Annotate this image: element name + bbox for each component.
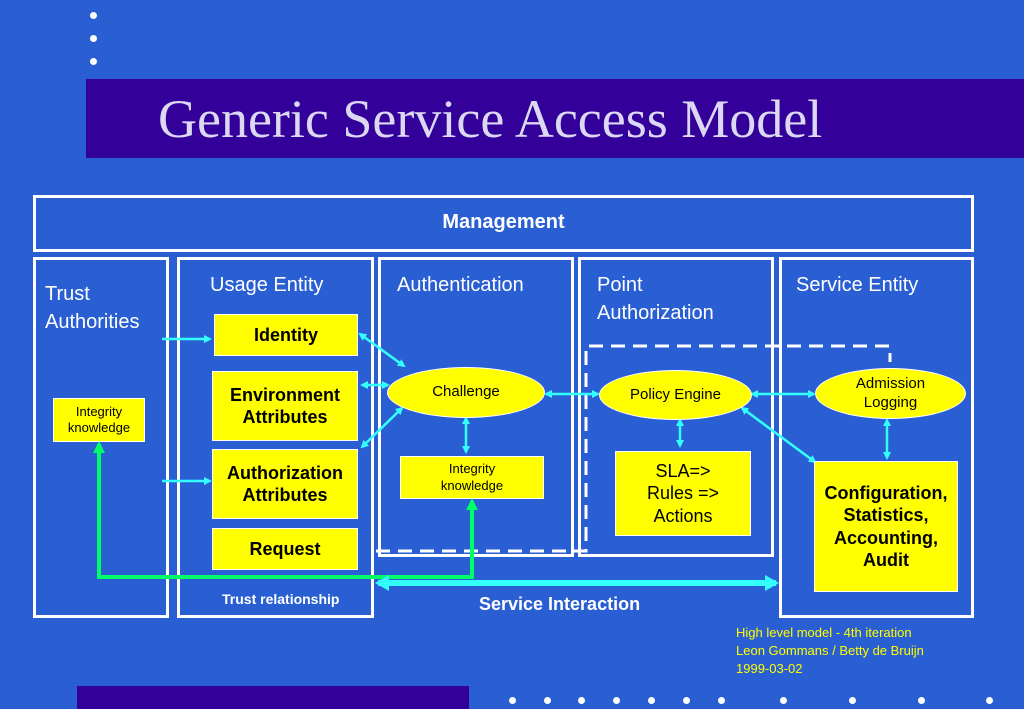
- environment-attributes-box: Environment Attributes: [212, 371, 358, 441]
- decor-dot: [918, 697, 925, 704]
- service-entity-heading: Service Entity: [796, 274, 919, 296]
- authorization-attributes-box: Authorization Attributes: [212, 449, 358, 519]
- credits-line-1: High level model - 4th iteration: [736, 625, 912, 640]
- management-label: Management: [442, 211, 565, 233]
- usage-entity-heading: Usage Entity: [210, 274, 324, 296]
- point-authorization-heading: Point Authorization: [597, 274, 714, 324]
- credits-line-3: 1999-03-02: [736, 661, 803, 676]
- arrow-authorization-challenge: [360, 406, 404, 449]
- trust-relationship-line: [93, 441, 478, 579]
- decor-dot: [544, 697, 551, 704]
- identity-box: Identity: [214, 314, 358, 356]
- bottom-band: [77, 686, 469, 709]
- decor-dot: [648, 697, 655, 704]
- policy-engine-oval: Policy Engine: [599, 370, 752, 420]
- decor-dot: [683, 697, 690, 704]
- management-panel: Management: [33, 195, 974, 252]
- slide-title: Generic Service Access Model: [158, 89, 823, 149]
- decor-dot: [90, 35, 97, 42]
- decor-dot: [986, 697, 993, 704]
- request-box: Request: [212, 528, 358, 570]
- authentication-heading: Authentication: [397, 274, 524, 296]
- decor-dot: [90, 58, 97, 65]
- auth-integrity-box: Integrity knowledge: [400, 456, 544, 499]
- credits-line-2: Leon Gommans / Betty de Bruijn: [736, 643, 924, 658]
- decor-dot: [613, 697, 620, 704]
- configuration-box: Configuration, Statistics, Accounting, A…: [814, 461, 958, 592]
- title-band: [86, 79, 1024, 158]
- sla-rules-box: SLA=> Rules => Actions: [615, 451, 751, 536]
- arrow-identity-challenge: [358, 332, 406, 368]
- trust-relationship-label: Trust relationship: [222, 591, 340, 607]
- decor-dot: [718, 697, 725, 704]
- trust-authorities-heading: Trust Authorities: [45, 283, 140, 333]
- credits: High level model - 4th iteration Leon Go…: [736, 624, 924, 678]
- decor-dot: [849, 697, 856, 704]
- service-interaction-label: Service Interaction: [479, 594, 641, 614]
- trust-integrity-box: Integrity knowledge: [53, 398, 145, 442]
- admission-logging-oval: Admission Logging: [815, 368, 966, 419]
- decor-dot: [780, 697, 787, 704]
- decor-dot: [578, 697, 585, 704]
- trust-authorities-panel: [33, 257, 169, 618]
- arrow-policy-configuration: [740, 406, 817, 464]
- decor-dot: [90, 12, 97, 19]
- challenge-oval: Challenge: [387, 367, 545, 418]
- decor-dot: [509, 697, 516, 704]
- dashed-boundary: [376, 344, 892, 553]
